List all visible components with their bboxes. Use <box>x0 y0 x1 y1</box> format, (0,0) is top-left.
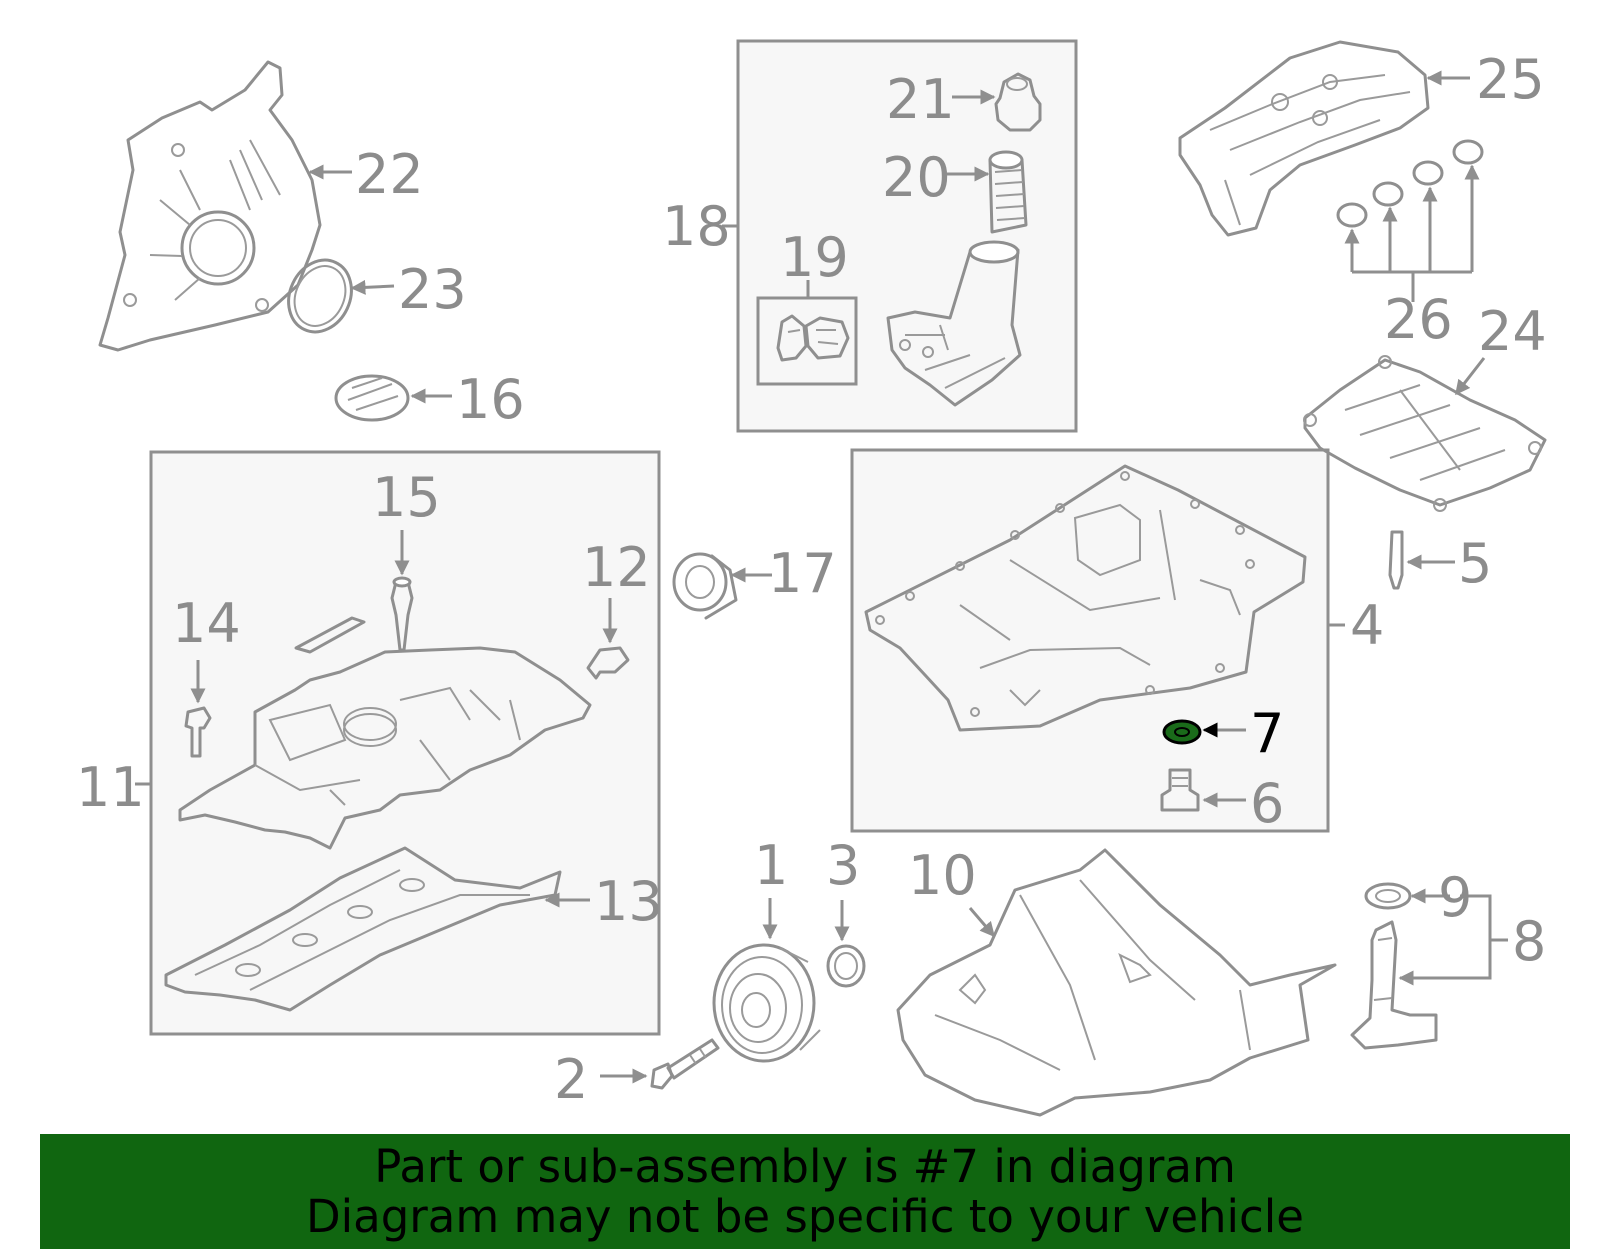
banner-line-2: Diagram may not be specific to your vehi… <box>306 1189 1304 1243</box>
label-26: 26 <box>1384 288 1453 351</box>
banner-line-1: Part or sub-assembly is #7 in diagram <box>374 1139 1236 1193</box>
label-16: 16 <box>456 368 525 431</box>
group-box-11 <box>149 450 661 1036</box>
sensor-part-5 <box>1388 530 1404 590</box>
timing-cover-part-22 <box>98 60 322 352</box>
label-23: 23 <box>398 258 467 321</box>
label-4: 4 <box>1350 594 1384 657</box>
gasket-part-12 <box>586 646 630 680</box>
label-24: 24 <box>1478 300 1547 363</box>
seal-ring-part-23 <box>287 258 353 334</box>
cover-gasket-small <box>294 616 366 654</box>
dipstick-tube-part-8 <box>1350 920 1438 1050</box>
washer-part-9 <box>1364 882 1412 910</box>
leader-10 <box>968 907 996 938</box>
label-17: 17 <box>768 542 837 605</box>
valve-cover-gasket-part-13 <box>164 846 562 1012</box>
gasket-set-part-19 <box>776 314 850 362</box>
leader-23 <box>350 279 395 295</box>
label-25: 25 <box>1476 48 1545 111</box>
label-20: 20 <box>882 146 951 209</box>
label-21: 21 <box>886 68 955 131</box>
bolt-part-14 <box>184 706 212 758</box>
label-6: 6 <box>1250 772 1284 835</box>
baffle-plate-part-24 <box>1303 355 1547 512</box>
label-10: 10 <box>908 844 977 907</box>
drain-plug-washer-part-7 <box>1162 719 1202 745</box>
intake-manifold-part-25 <box>1178 40 1430 237</box>
crank-pulley-part-1 <box>712 943 821 1063</box>
label-15: 15 <box>372 466 441 529</box>
filter-housing-part-18 <box>886 240 1022 407</box>
label-14: 14 <box>172 592 241 655</box>
label-12: 12 <box>582 536 651 599</box>
label-7-highlighted: 7 <box>1250 702 1284 765</box>
label-13: 13 <box>594 870 663 933</box>
label-18: 18 <box>662 195 731 258</box>
o-rings-part-26 <box>1336 139 1484 228</box>
crank-bolt-part-2 <box>650 1038 720 1090</box>
label-1: 1 <box>754 834 788 897</box>
label-3: 3 <box>826 834 860 897</box>
sensor-part-17 <box>672 552 738 620</box>
label-22: 22 <box>355 143 424 206</box>
leader-8 <box>1400 894 1508 980</box>
label-8: 8 <box>1512 910 1546 973</box>
label-19: 19 <box>780 226 849 289</box>
info-banner: Part or sub-assembly is #7 in diagram Di… <box>40 1134 1570 1249</box>
valve-cover-part-11 <box>178 646 592 850</box>
drain-bolt-part-6 <box>1160 768 1200 812</box>
label-2: 2 <box>554 1048 588 1111</box>
label-11: 11 <box>76 756 145 819</box>
filter-element-part-20 <box>988 150 1028 234</box>
filler-cap-part-16 <box>334 374 410 422</box>
lower-oil-pan-part-10 <box>896 848 1337 1117</box>
seal-part-3 <box>826 944 866 988</box>
upper-oil-pan-part-4 <box>864 464 1307 732</box>
label-5: 5 <box>1458 532 1492 595</box>
label-9: 9 <box>1438 866 1472 929</box>
leader-26 <box>1350 166 1474 302</box>
filter-cap-part-21 <box>994 72 1042 132</box>
leader-24 <box>1454 357 1486 396</box>
